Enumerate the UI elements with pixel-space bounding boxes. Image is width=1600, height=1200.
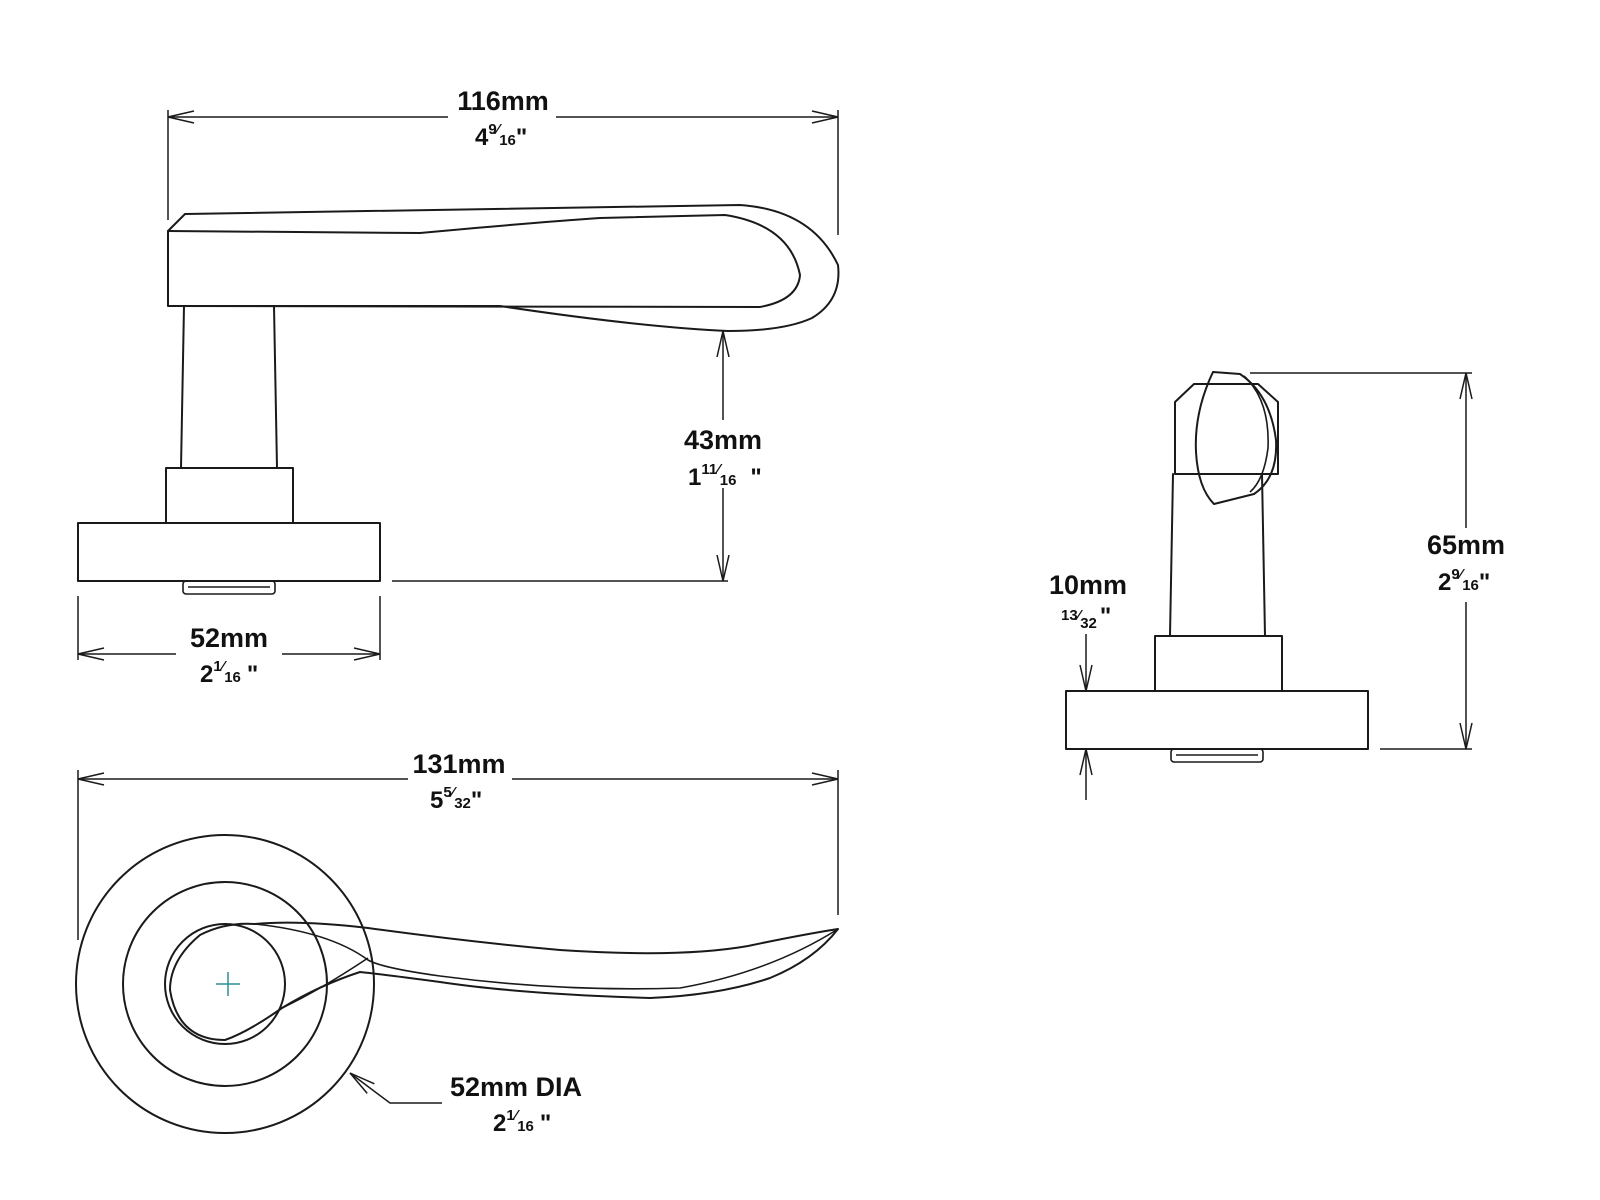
- plan-lever-outline: [169, 921, 839, 1041]
- rose-plate-end: [1065, 690, 1369, 750]
- lever-neck: [180, 305, 278, 469]
- dim-rose-diameter: 52mm DIA 21⁄16": [349, 1072, 582, 1137]
- dim-rose-thickness: 10mm 13⁄32": [1049, 570, 1127, 800]
- end-grip-block: [1174, 383, 1279, 475]
- plan-view-lever: [75, 834, 839, 1134]
- dim-overall-length-mm: 131mm: [412, 749, 505, 779]
- dim-rose-diameter-inch: 21⁄16": [493, 1107, 551, 1137]
- dim-rose-thickness-mm: 10mm: [1049, 570, 1127, 600]
- lever-collar: [165, 467, 294, 524]
- dim-lever-length: 116mm 49⁄16": [167, 86, 839, 235]
- rose-outer-circle: [75, 834, 375, 1134]
- side-view-lever: [77, 204, 840, 595]
- end-collar: [1154, 635, 1283, 692]
- lever-grip-inner-line: [167, 214, 801, 308]
- spindle-stub-side: [182, 580, 276, 595]
- dim-rose-width-inch: 21⁄16": [200, 658, 258, 688]
- dim-lever-length-inch: 49⁄16": [475, 121, 527, 151]
- dim-total-projection-mm: 65mm: [1427, 530, 1505, 560]
- end-grip-cap: [1194, 371, 1278, 505]
- dim-rose-width: 52mm 21⁄16": [77, 596, 381, 688]
- dim-rose-thickness-inch: 13⁄32": [1061, 603, 1111, 632]
- end-neck: [1169, 473, 1266, 637]
- dim-total-projection: 65mm 29⁄16": [1250, 372, 1505, 750]
- centre-mark-icon: [216, 972, 240, 996]
- plan-lever-ridge: [254, 923, 839, 1009]
- dim-lever-height-mm: 43mm: [684, 425, 762, 455]
- dim-rose-diameter-mm: 52mm DIA: [450, 1072, 582, 1102]
- dim-lever-height: 43mm 111⁄16": [392, 330, 762, 582]
- lever-grip-outline: [167, 204, 840, 332]
- lever-boss-circle: [164, 923, 286, 1045]
- dim-rose-width-mm: 52mm: [190, 623, 268, 653]
- dim-overall-length-inch: 55⁄32": [430, 784, 482, 814]
- dim-lever-length-mm: 116mm: [457, 86, 549, 116]
- spindle-stub-end: [1170, 748, 1264, 763]
- dim-total-projection-inch: 29⁄16": [1438, 566, 1490, 596]
- end-view-lever: [1065, 371, 1369, 763]
- dim-lever-height-inch: 111⁄16": [688, 461, 762, 491]
- dim-overall-length: 131mm 55⁄32": [77, 749, 839, 940]
- rose-plate-side: [77, 522, 381, 582]
